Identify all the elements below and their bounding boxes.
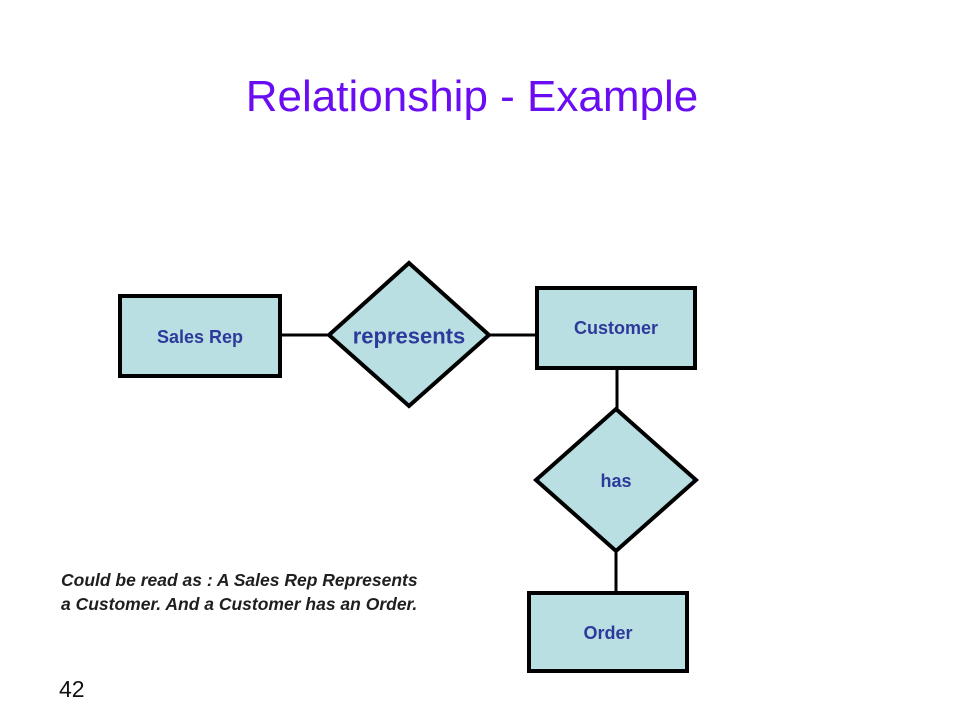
entity-customer[interactable]: Customer xyxy=(535,286,697,370)
entity-customer-label: Customer xyxy=(574,318,658,338)
entity-order[interactable]: Order xyxy=(527,591,689,673)
entity-sales-rep-box xyxy=(118,294,282,378)
relationship-represents-diamond xyxy=(325,260,493,409)
entity-customer-box xyxy=(535,286,697,370)
diagram-caption: Could be read as : A Sales Rep Represent… xyxy=(61,570,418,614)
entity-sales-rep-label: Sales Rep xyxy=(157,327,243,347)
slide-number: 42 xyxy=(59,676,85,702)
relationship-has[interactable]: has xyxy=(532,406,700,554)
entity-sales-rep[interactable]: Sales Rep xyxy=(118,294,282,378)
relationship-has-diamond xyxy=(532,406,700,554)
relationship-represents[interactable]: represents xyxy=(325,260,493,409)
relationship-represents-label: represents xyxy=(353,324,466,349)
entity-order-label: Order xyxy=(583,623,632,643)
slide-title: Relationship - Example xyxy=(245,72,699,121)
relationship-has-label: has xyxy=(600,471,631,491)
entity-order-box xyxy=(527,591,689,673)
